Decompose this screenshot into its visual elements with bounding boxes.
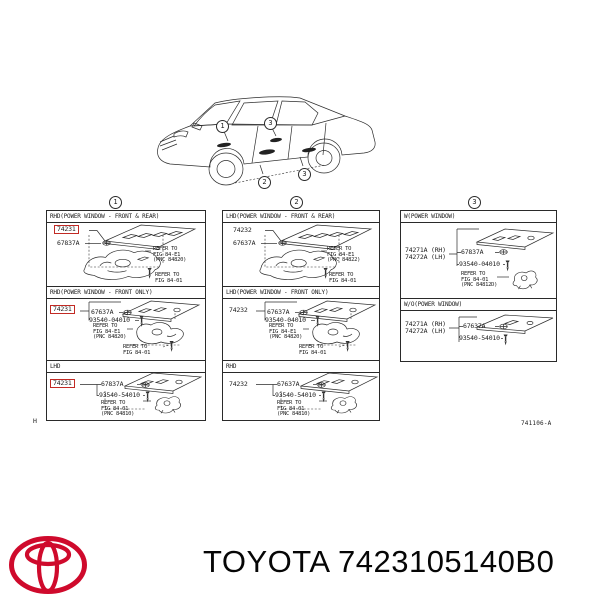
car-callout-1: 1 [216, 120, 229, 133]
panel-header: RHD(POWER WINDOW - FRONT ONLY) [47, 287, 205, 299]
refer-note: REFER TO FIG 84-E1 (PNC 84820) [153, 246, 187, 264]
part-number-screw: 93540-54010 [275, 391, 316, 399]
part-number-screw: 93540-54010 [459, 334, 500, 342]
footer-part-number: TOYOTA 7423105140B0 [203, 544, 555, 579]
part-number-screw: 93540-04010 [459, 260, 500, 268]
refer-note: REFER TO FIG 84-01 [123, 344, 151, 356]
refer-note: REFER TO FIG 84-01 (PNC 84810) [101, 400, 135, 418]
part-number-clip: 67637A [463, 322, 486, 330]
refer-note: REFER TO FIG 84-E1 (PNC 84822) [327, 246, 361, 264]
part-number-clip: 67637A [267, 308, 290, 316]
part-number-main: 74231 [50, 379, 75, 388]
part-number-main: 74231 [50, 305, 75, 314]
refer-note: REFER TO FIG 84-01 (PNC 84810) [277, 400, 311, 418]
part-number-clip: 67637A [91, 308, 114, 316]
refer-note: REFER TO FIG 84-01 [155, 272, 183, 284]
panel-lhd-front-only: LHD(POWER WINDOW - FRONT ONLY) 74232 676… [222, 286, 380, 362]
car-callout-3-upper: 3 [264, 117, 277, 130]
panel-header: LHD [47, 361, 205, 373]
panel-lhd: LHD 74231 67837A 93540-54010 REFER TO FI… [46, 360, 206, 421]
refer-note: REFER TO FIG 84-E1 (PNC 84820) [93, 323, 127, 341]
panel-header: LHD(POWER WINDOW - FRONT & REAR) [223, 211, 379, 223]
refer-note: REFER TO FIG 84-E1 (PNC 84820) [269, 323, 303, 341]
panel-rhd: RHD 74232 67637A 93540-54010 REFER TO FI… [222, 360, 380, 421]
part-number-main: 74231 [54, 225, 79, 234]
group-callout-2: 2 [290, 196, 303, 209]
group-callout-1: 1 [109, 196, 122, 209]
part-number-main: 74232 [229, 306, 248, 314]
part-number-clip: 67837A [101, 380, 124, 388]
panel-header: RHD [223, 361, 379, 373]
car-callout-2: 2 [258, 176, 271, 189]
refer-note: REFER TO FIG 84-01 [329, 272, 357, 284]
car-callout-3-lower: 3 [298, 168, 311, 181]
panel-header: LHD(POWER WINDOW - FRONT ONLY) [223, 287, 379, 299]
part-number-clip: 67637A [277, 380, 300, 388]
refer-note: REFER TO FIG 84-01 (PNC 84812D) [461, 271, 498, 289]
part-number-clip: 67837A [461, 248, 484, 256]
panel-lhd-front-rear: LHD(POWER WINDOW - FRONT & REAR) 74232 6… [222, 210, 380, 288]
part-number-screw: 93540-54010 [99, 391, 140, 399]
margin-letter: H [33, 417, 37, 425]
panel-header: W(POWER WINDOW) [401, 211, 556, 223]
panel-header: W/O(POWER WINDOW) [401, 299, 556, 311]
part-number-clip: 67637A [233, 239, 256, 247]
drawing-number: 741106-A [521, 420, 552, 427]
part-number-clip: 67837A [57, 239, 80, 247]
part-number-main: 74271A (RH) 74272A (LH) [405, 320, 446, 335]
car-illustration [157, 96, 376, 186]
part-number-main: 74232 [233, 226, 252, 234]
panel-header: RHD(POWER WINDOW - FRONT & REAR) [47, 211, 205, 223]
refer-note: REFER TO FIG 84-01 [299, 344, 327, 356]
part-number-screw: 93540-04010 [265, 316, 306, 324]
panel-without-power-window: W/O(POWER WINDOW) 74271A (RH) 74272A (LH… [400, 298, 557, 362]
part-number-screw: 93540-04010 [89, 316, 130, 324]
toyota-logo-icon [9, 536, 87, 594]
part-number-main: 74271A (RH) 74272A (LH) [405, 246, 446, 261]
panel-rhd-front-rear: RHD(POWER WINDOW - FRONT & REAR) 74231 6… [46, 210, 206, 288]
group-callout-3: 3 [468, 196, 481, 209]
panel-rhd-front-only: RHD(POWER WINDOW - FRONT ONLY) 74231 676… [46, 286, 206, 362]
panel-with-power-window: W(POWER WINDOW) 74271A (RH) 74272A (LH) … [400, 210, 557, 300]
door-switch-markers [217, 137, 316, 155]
part-number-main: 74232 [229, 380, 248, 388]
